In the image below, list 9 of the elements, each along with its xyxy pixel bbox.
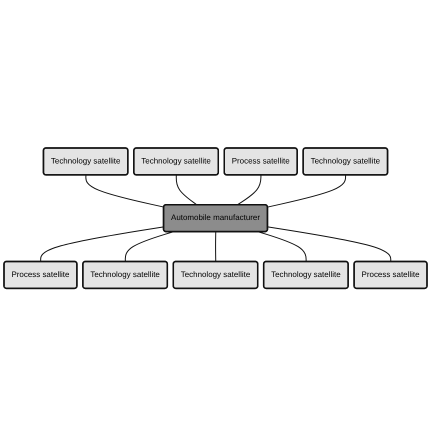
connector	[236, 174, 262, 206]
connector	[40, 226, 164, 263]
connector	[215, 232, 216, 263]
connector	[85, 174, 164, 208]
connector	[176, 174, 198, 206]
connector	[258, 232, 307, 263]
connector	[267, 174, 346, 208]
connector	[267, 226, 392, 263]
connector	[124, 232, 174, 263]
